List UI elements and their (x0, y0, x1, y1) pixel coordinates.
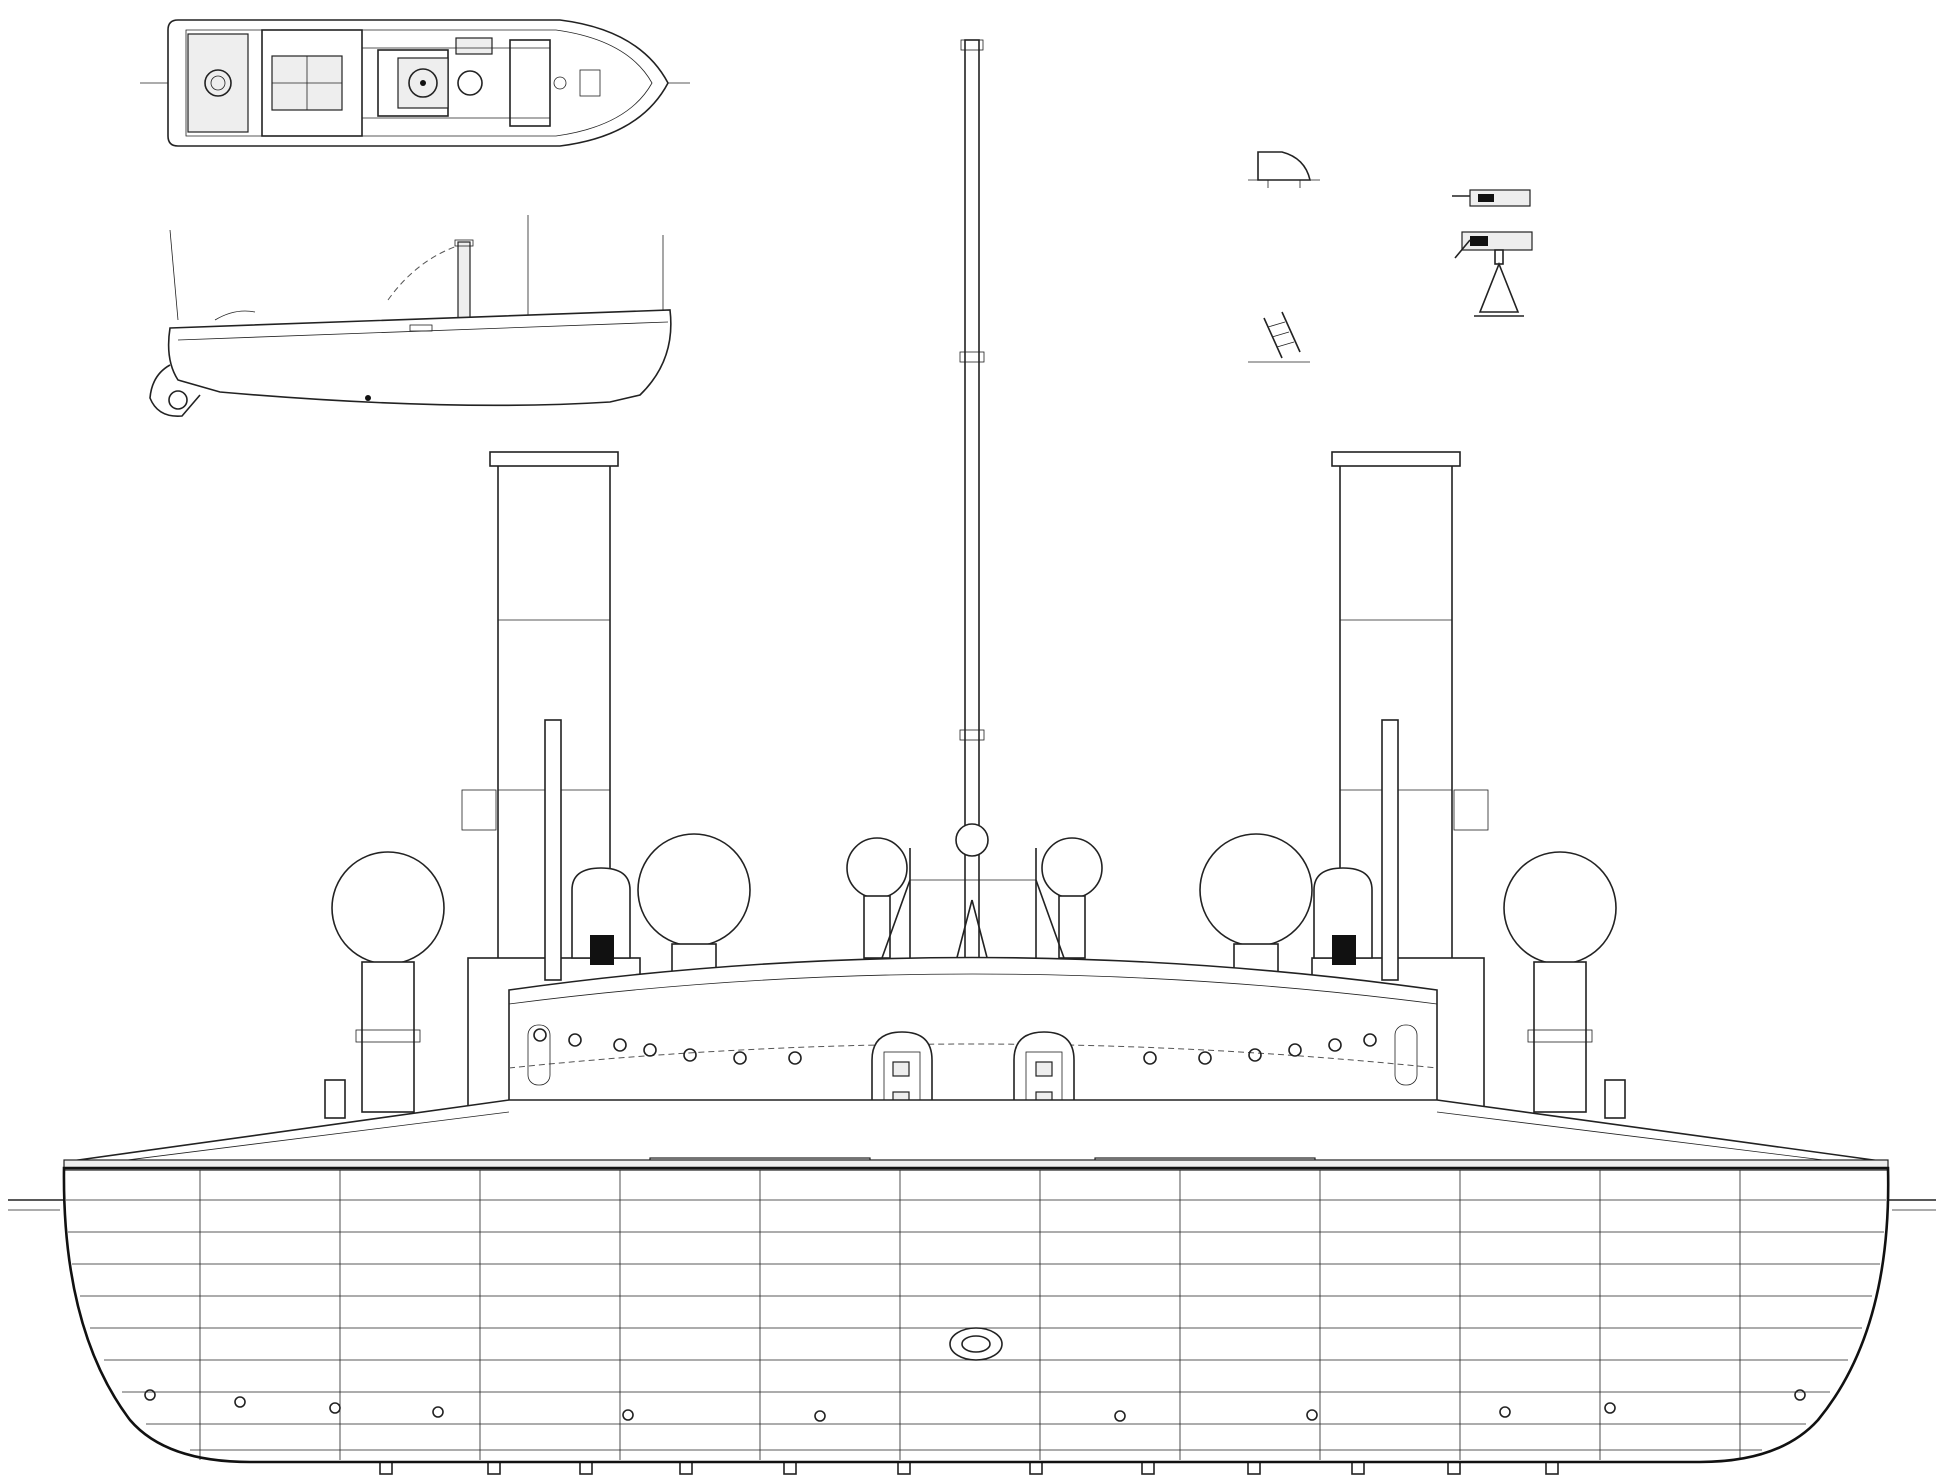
side-scuttles (144, 1389, 1806, 1422)
detail-cowl (1248, 151, 1320, 188)
hatch-left (571, 867, 631, 965)
ventilator-left-small (846, 837, 908, 959)
ventilator-left-inner (637, 833, 751, 985)
bridge-frame (881, 848, 1065, 993)
hull (62, 1159, 1890, 1475)
launch-profile-view (149, 215, 672, 417)
vessel-bow-elevation (8, 39, 1936, 1475)
steam-pipe-left (544, 719, 562, 981)
central-mast (955, 39, 989, 1141)
launch-plan-view (140, 19, 690, 147)
turret-ports (533, 1028, 1377, 1065)
hull-plate-joints (199, 1170, 1741, 1460)
hawse-pipe (949, 1327, 1003, 1361)
detail-ladder (1248, 311, 1310, 363)
bilge-keel-brackets (379, 1461, 1559, 1475)
ventilator-left-outer (331, 851, 445, 1113)
ventilator-right-outer (1503, 851, 1617, 1113)
steam-pipe-right (1381, 719, 1399, 981)
bollard-right (1604, 1079, 1626, 1119)
ventilator-right-small (1041, 837, 1103, 959)
turret (508, 956, 1438, 1137)
hatch-right (1313, 867, 1373, 965)
ventilator-right-inner (1199, 833, 1313, 985)
detail-machine-gun (1452, 189, 1533, 317)
bollard-left (324, 1079, 346, 1119)
